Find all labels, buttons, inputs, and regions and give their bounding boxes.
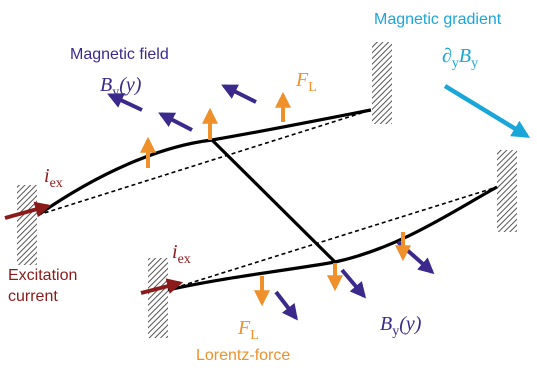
beam-bottom-rest <box>167 186 498 291</box>
magnetic-gradient-label: Magnetic gradient <box>374 11 502 28</box>
beam-top-rest <box>37 109 372 216</box>
force-symbol-bottom: FL <box>237 317 259 343</box>
current-symbol-bottom: iex <box>172 241 191 267</box>
field-arrow-2 <box>158 112 193 132</box>
current-symbol-top: iex <box>44 165 63 191</box>
field-arrow-6 <box>274 290 298 321</box>
gradient-arrow <box>443 84 531 138</box>
field-arrow-5 <box>340 268 367 299</box>
clamp-top-left <box>17 185 37 265</box>
gradient-symbol: ∂yBy <box>442 45 478 71</box>
field-arrow-3 <box>221 84 257 104</box>
coupling-bar <box>210 138 337 264</box>
current-arrow-top <box>4 201 52 220</box>
field-symbol-bottom: By(y) <box>380 313 422 339</box>
force-symbol-top: FL <box>295 69 317 95</box>
clamp-bottom-left <box>148 258 168 338</box>
magnetic-field-label: Magnetic field <box>70 46 169 63</box>
field-arrow-1 <box>107 93 143 112</box>
beam-top <box>37 108 372 217</box>
lorentz-force-label: Lorentz-force <box>196 347 290 364</box>
clamp-bottom-right <box>497 150 517 232</box>
excitation-label-line2: current <box>8 288 58 305</box>
current-arrow-bottom <box>140 278 184 295</box>
clamp-top-right <box>372 42 392 124</box>
excitation-label-line1: Excitation <box>8 267 77 284</box>
field-symbol-top: By(y) <box>100 74 142 100</box>
